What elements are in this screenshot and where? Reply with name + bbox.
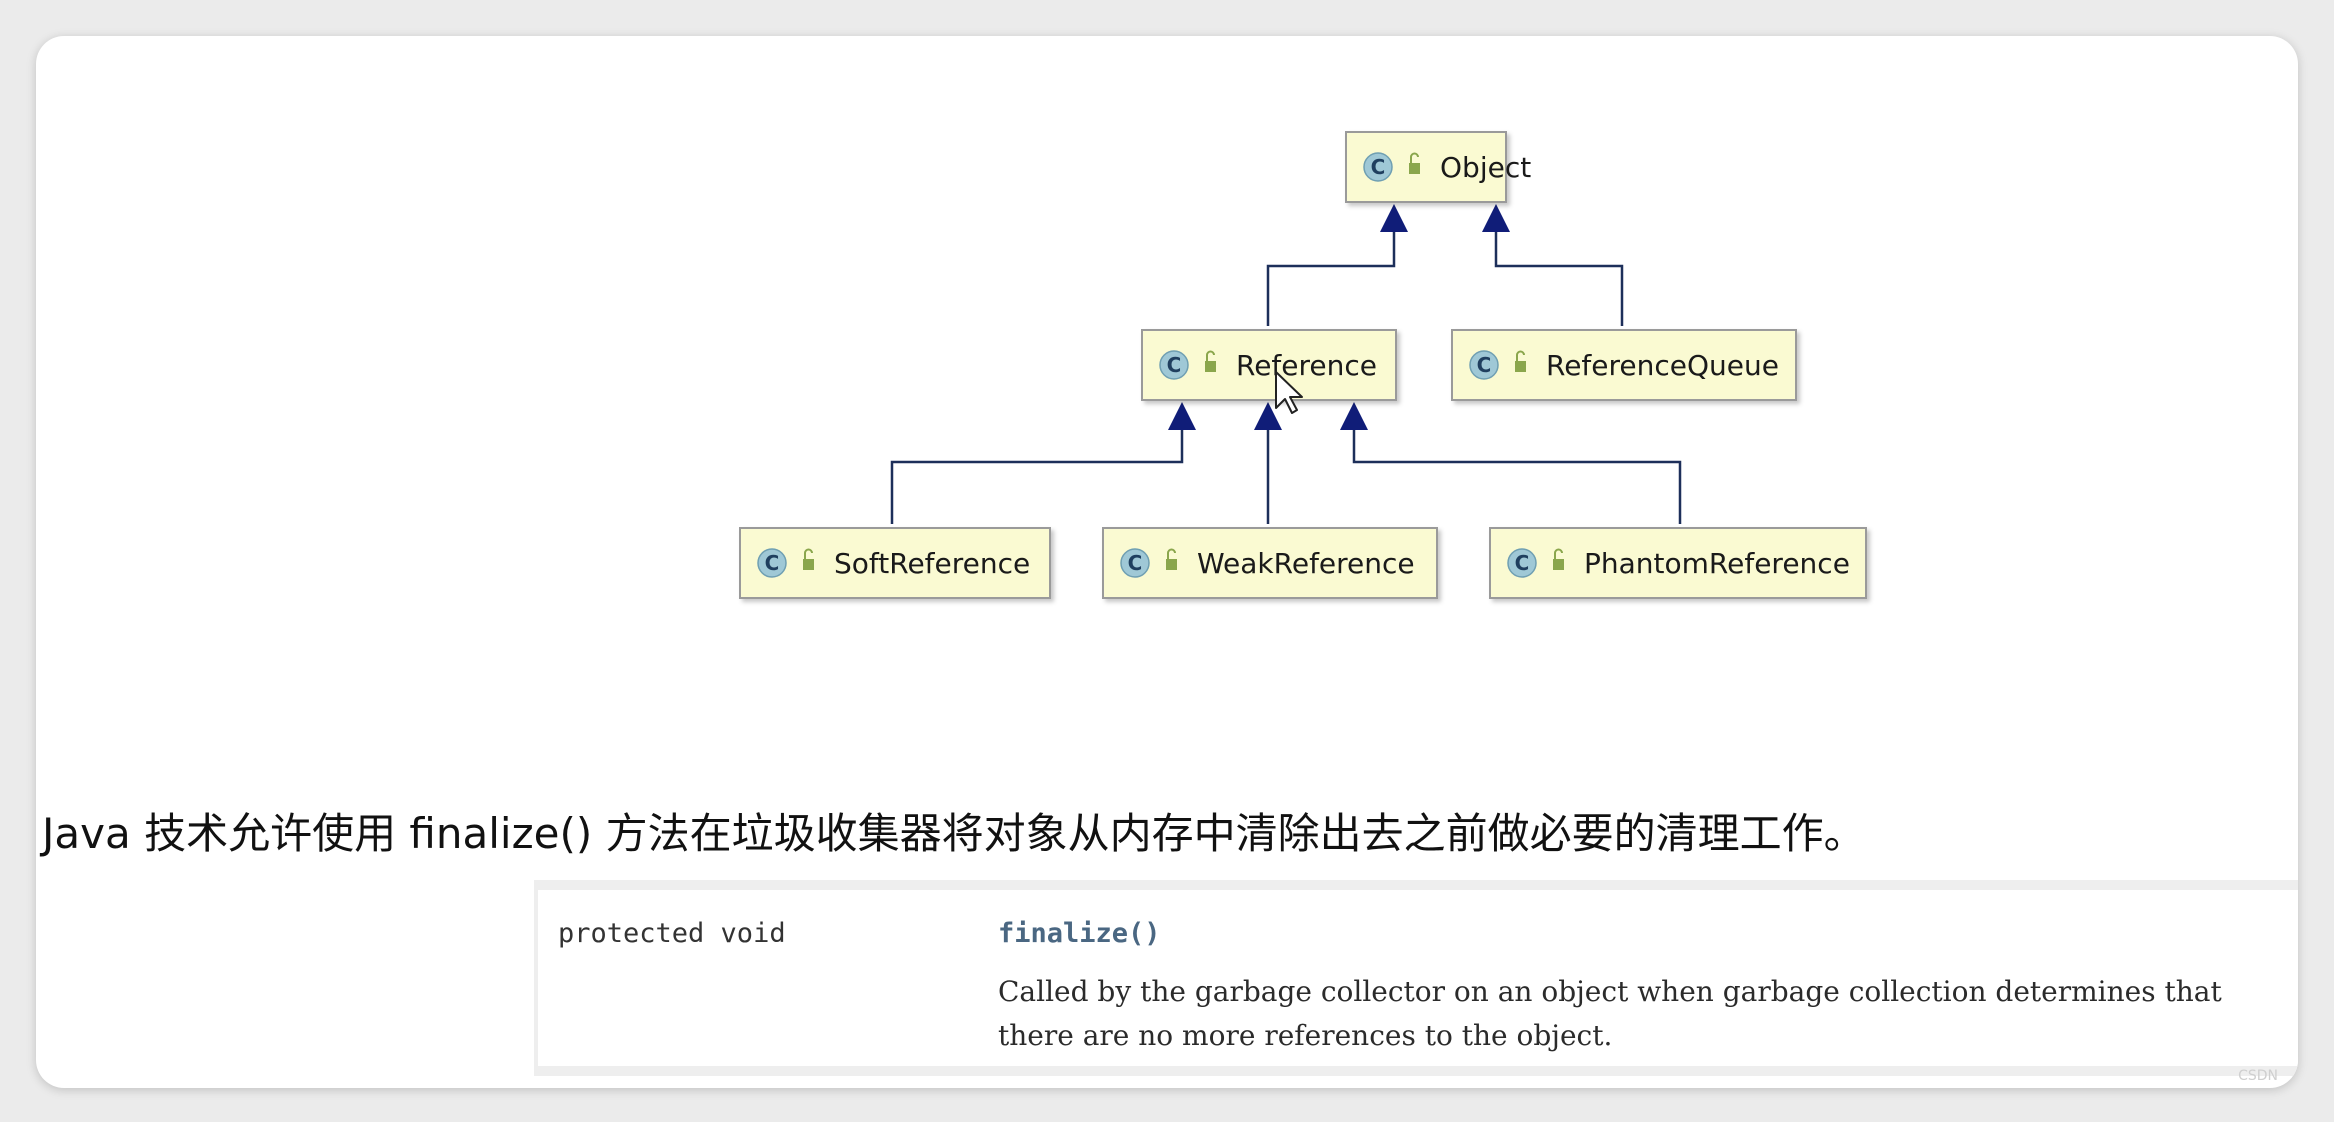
arrowhead-reference-middle [1254, 402, 1282, 430]
class-node-weakreference[interactable]: C WeakReference [1102, 527, 1438, 599]
lock-icon [1553, 548, 1564, 570]
lock-icon [1205, 350, 1216, 372]
class-icon-letter: C [1515, 551, 1530, 575]
edge-referencequeue-to-object [1494, 208, 1624, 326]
class-icon [1159, 350, 1189, 380]
lock-icon [1515, 350, 1526, 372]
class-icon [1507, 548, 1537, 578]
lock-icon [803, 548, 814, 570]
class-icon [1120, 548, 1150, 578]
watermark: CSDN [2238, 1068, 2278, 1084]
class-icon [757, 548, 787, 578]
method-modifier: protected void [558, 918, 786, 949]
class-hierarchy-diagram: C Object C Reference C [739, 131, 1867, 599]
class-node-object[interactable]: C Object [1345, 131, 1531, 203]
arrowhead-object-left [1380, 204, 1408, 232]
method-description: Called by the garbage collector on an ob… [998, 975, 2222, 1052]
lock-icon [1166, 548, 1177, 570]
class-name-softreference: SoftReference [834, 547, 1030, 580]
edge-reference-to-object [1266, 208, 1396, 326]
arrowhead-reference-right [1340, 402, 1368, 430]
class-name-object: Object [1440, 151, 1531, 184]
content-card: C Object C Reference C [36, 36, 2298, 1088]
class-name-phantomreference: PhantomReference [1584, 547, 1850, 580]
class-name-referencequeue: ReferenceQueue [1546, 349, 1779, 382]
arrowhead-object-right [1482, 204, 1510, 232]
class-icon [1363, 152, 1393, 182]
method-signature-link[interactable]: finalize() [998, 918, 1161, 949]
edge-phantomreference-to-reference [1352, 406, 1682, 524]
class-icon-letter: C [1371, 155, 1386, 179]
lock-icon [1409, 152, 1420, 174]
class-icon-letter: C [1128, 551, 1143, 575]
finalize-description: Java 技术允许使用 finalize() 方法在垃圾收集器将对象从内存中清除… [42, 809, 1866, 858]
class-node-phantomreference[interactable]: C PhantomReference [1489, 527, 1867, 599]
inheritance-edges [890, 208, 1682, 524]
api-method-summary: protected void finalize() Called by the … [534, 880, 2298, 1076]
inheritance-arrowheads [1168, 204, 1510, 430]
class-icon-letter: C [1477, 353, 1492, 377]
mouse-cursor-icon [1275, 371, 1303, 414]
class-node-reference[interactable]: C Reference [1141, 329, 1397, 401]
class-icon-letter: C [1167, 353, 1182, 377]
class-icon [1469, 350, 1499, 380]
class-icon-letter: C [765, 551, 780, 575]
edge-softreference-to-reference [890, 406, 1184, 524]
class-name-weakreference: WeakReference [1197, 547, 1415, 580]
class-node-referencequeue[interactable]: C ReferenceQueue [1451, 329, 1797, 401]
class-node-softreference[interactable]: C SoftReference [739, 527, 1051, 599]
arrowhead-reference-left [1168, 402, 1196, 430]
class-name-reference: Reference [1236, 349, 1377, 382]
